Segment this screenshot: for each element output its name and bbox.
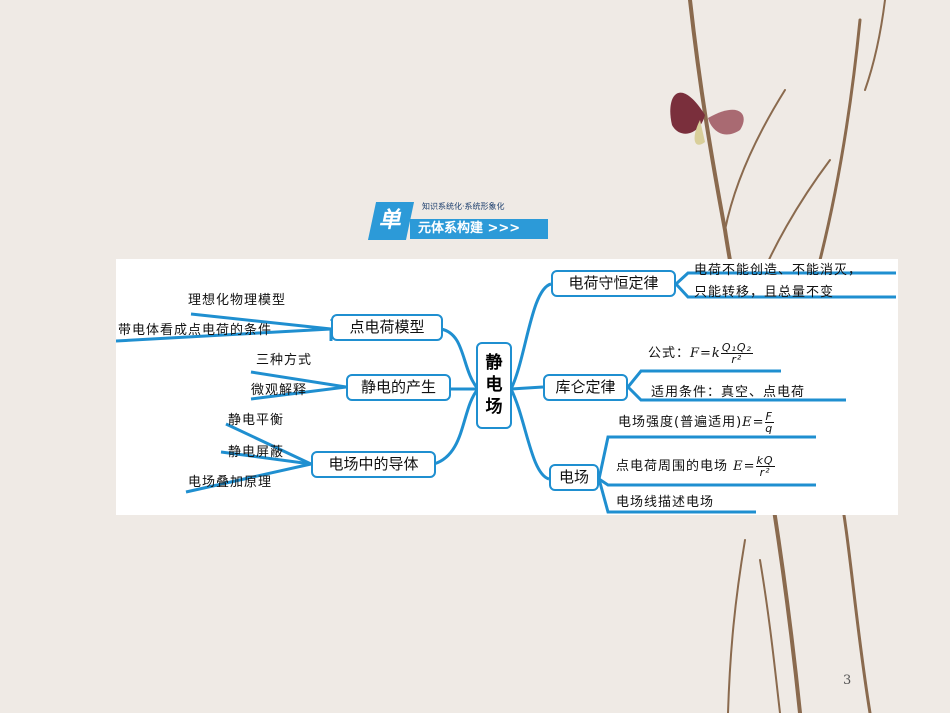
coulomb-denominator: r²	[731, 353, 743, 366]
point-field-numerator: kQ	[755, 454, 775, 467]
field-strength-numerator: F	[764, 410, 774, 423]
point-field-denominator: r²	[759, 466, 771, 479]
leaf-point-charge-condition: 带电体看成点电荷的条件	[118, 323, 273, 338]
field-strength-lhs: E=	[742, 415, 765, 430]
node-charge-conservation: 电荷守恒定律	[551, 270, 676, 297]
leaf-idealized-model: 理想化物理模型	[188, 293, 287, 308]
banner-badge: 单	[367, 202, 415, 240]
node-static-generation: 静电的产生	[346, 374, 451, 401]
field-strength-denominator: q	[765, 422, 774, 435]
leaf-superposition-principle: 电场叠加原理	[188, 475, 273, 490]
center-char-2: 电	[485, 375, 503, 395]
banner-subtitle: 知识系统化·系统形象化	[422, 202, 505, 211]
point-field-prefix: 点电荷周围的电场	[616, 459, 729, 474]
leaf-electrostatic-shielding: 静电屏蔽	[228, 445, 285, 460]
field-strength-prefix: 电场强度(普遍适用)	[618, 415, 743, 430]
leaf-electrostatic-equilibrium: 静电平衡	[228, 413, 285, 428]
leaf-conservation-line1: 电荷不能创造、不能消灭，	[694, 263, 863, 278]
leaf-three-ways: 三种方式	[256, 353, 313, 368]
butterfly-icon	[670, 92, 744, 145]
leaf-micro-explanation: 微观解释	[251, 383, 308, 398]
mind-map: 静 电 场 点电荷模型 静电的产生 电场中的导体 理想化物理模型 带电体看成点电…	[116, 259, 898, 515]
node-conductor-in-field: 电场中的导体	[311, 451, 436, 478]
page-number: 3	[843, 673, 852, 688]
center-char-1: 静	[485, 353, 503, 373]
node-coulomb-law: 库仑定律	[543, 374, 628, 401]
coulomb-formula-lhs: F=k	[690, 346, 721, 361]
node-electric-field: 电场	[549, 464, 599, 491]
leaf-conservation-line2: 只能转移，且总量不变	[694, 285, 835, 300]
section-banner: 单 知识系统化·系统形象化 元体系构建 >>>	[367, 199, 551, 243]
leaf-coulomb-condition: 适用条件：真空、点电荷	[651, 385, 806, 400]
leaf-field-lines: 电场线描述电场	[616, 495, 715, 510]
coulomb-formula-prefix: 公式：	[648, 346, 691, 361]
node-point-charge-model: 点电荷模型	[331, 314, 443, 341]
center-char-3: 场	[485, 397, 503, 417]
point-field-lhs: E=	[733, 459, 756, 474]
coulomb-numerator: Q₁Q₂	[720, 341, 753, 354]
banner-title: 元体系构建 >>>	[410, 219, 548, 239]
center-node: 静 电 场	[476, 342, 512, 429]
